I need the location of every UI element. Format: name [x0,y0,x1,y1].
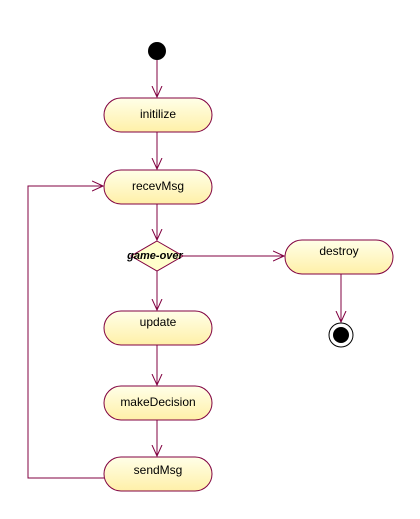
flow-send-to-receive-loop [27,186,104,479]
initial-node[interactable] [148,42,166,60]
final-node[interactable] [328,322,354,348]
action-send[interactable]: sendMsg [103,456,213,492]
decision-guard-label: game-over [126,250,183,262]
action-make-decision[interactable]: makeDecision [103,385,213,421]
action-destroy[interactable]: destroy [284,239,394,275]
action-receive[interactable]: recevMsg [103,169,213,205]
action-initialize-label: initilize [140,107,176,121]
action-send-label: sendMsg [134,463,183,477]
action-receive-label: recevMsg [132,179,184,193]
action-destroy-label: destroy [319,244,358,258]
action-update-label: update [140,315,177,329]
action-initialize[interactable]: initilize [103,97,213,133]
action-make-decision-label: makeDecision [120,395,195,409]
action-update[interactable]: update [103,310,213,346]
